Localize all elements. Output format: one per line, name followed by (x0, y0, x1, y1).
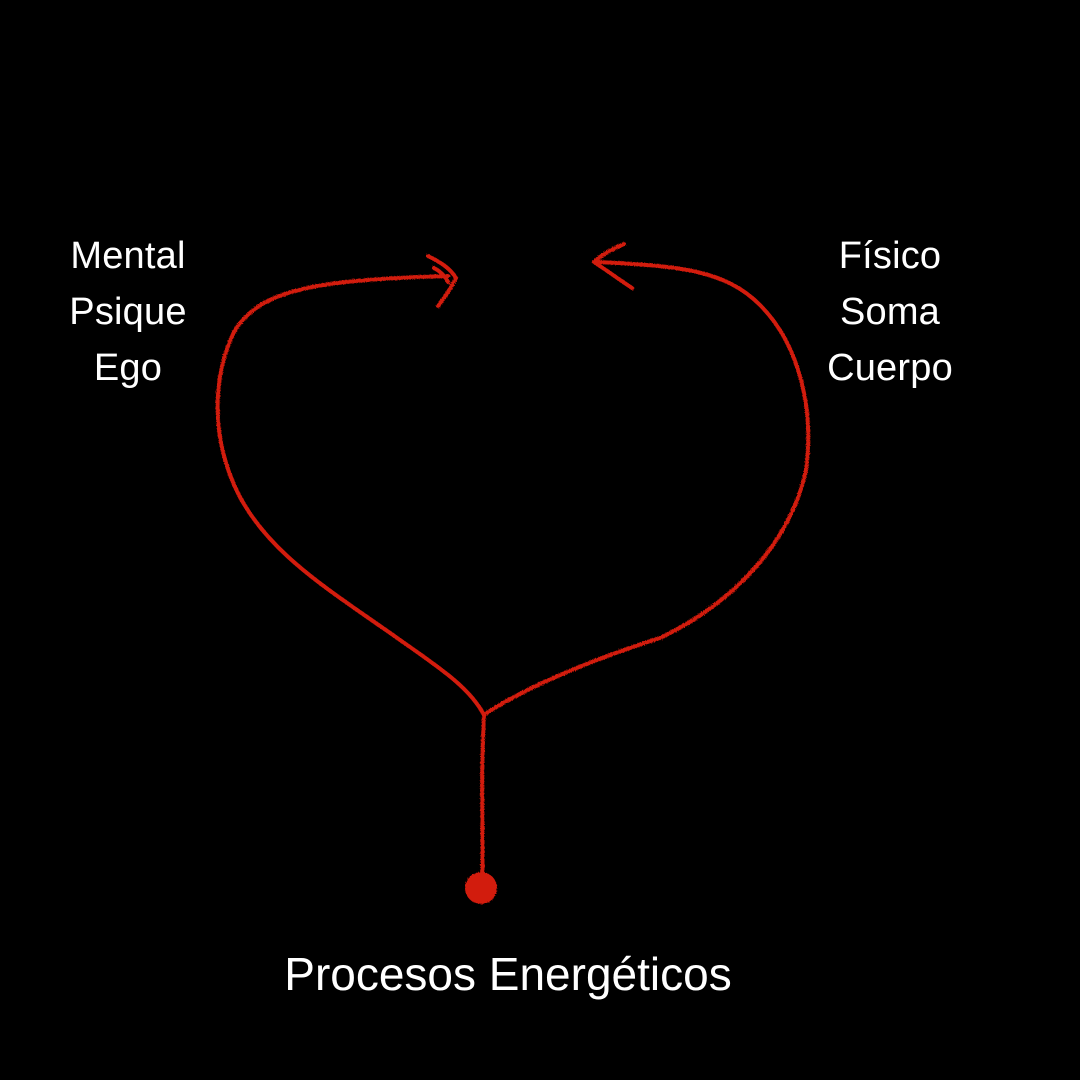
left-arrowhead (426, 254, 458, 308)
label-psique: Psique (69, 291, 187, 333)
right-arrowhead (592, 242, 634, 290)
energy-processes-label: Procesos Energéticos (284, 948, 732, 1000)
right-branch-line (482, 260, 811, 717)
left-label-group: Mental Psique Ego (38, 228, 218, 396)
label-cuerpo: Cuerpo (827, 347, 953, 389)
left-branch-line (215, 274, 486, 717)
label-mental: Mental (70, 235, 186, 277)
stem-line (480, 713, 486, 887)
label-soma: Soma (839, 291, 941, 333)
label-ego: Ego (93, 347, 163, 389)
energy-origin-dot (465, 872, 497, 904)
right-label-group: Físico Soma Cuerpo (800, 228, 980, 396)
label-fisico: Físico (838, 235, 942, 277)
